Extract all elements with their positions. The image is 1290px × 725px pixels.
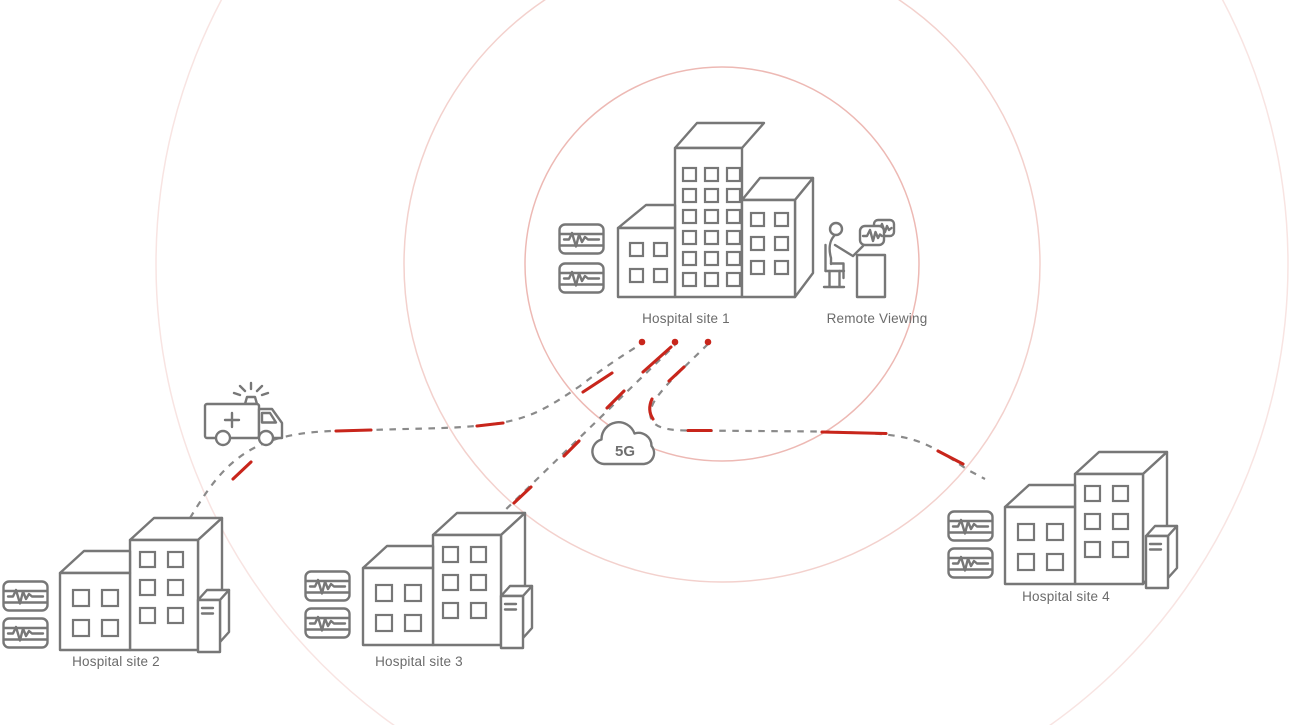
connection-red-segment [667, 365, 686, 383]
patient-monitor-icon [947, 547, 994, 579]
connection-red-segment [581, 371, 614, 394]
hospital-site-1-building-icon [616, 121, 815, 299]
hospital-site-3-label: Hospital site 3 [375, 654, 463, 669]
connection-red-segment [820, 430, 888, 436]
ripple-circle-outer [155, 0, 1289, 725]
patient-monitor-icon [947, 510, 994, 542]
connection-red-segment [231, 460, 253, 481]
connection-line-site2 [189, 343, 642, 519]
endpoint-dot [704, 338, 712, 346]
server-icon [196, 588, 231, 654]
5g-cloud-icon: 5G [591, 421, 656, 466]
patient-monitor-icon [304, 607, 351, 639]
endpoint-dot [638, 338, 646, 346]
coverage-ripples [155, 0, 1289, 725]
connection-red-segment [475, 421, 505, 428]
hospital-site-2-label: Hospital site 2 [72, 654, 160, 669]
endpoint-dot [671, 338, 679, 346]
patient-monitor-icon [558, 223, 605, 255]
ripple-circle-middle [403, 0, 1041, 583]
server-icon [1144, 524, 1179, 590]
patient-monitor-icon [2, 580, 49, 612]
remote-viewing: Remote Viewing [822, 218, 928, 326]
hospital-site-4-label: Hospital site 4 [1022, 589, 1110, 604]
hospital-site-4: Hospital site 4 [947, 452, 1179, 604]
connection-red-segment [936, 449, 965, 466]
hospital-site-2: Hospital site 2 [2, 518, 231, 669]
remote-viewing-label: Remote Viewing [827, 311, 928, 326]
connection-lines [189, 338, 986, 519]
hospital-site-1-label: Hospital site 1 [642, 311, 730, 326]
remote-viewing-person-icon [822, 218, 896, 299]
connection-red-segment [605, 389, 626, 410]
server-icon [499, 584, 534, 650]
hospital-site-4-building-icon [1005, 452, 1167, 584]
connection-red-segment [334, 428, 373, 433]
hospital-site-1: Hospital site 1 [558, 121, 815, 326]
patient-monitor-icon [304, 570, 351, 602]
ripple-circle-inner [524, 66, 920, 462]
connection-line-site4 [649, 343, 986, 480]
patient-monitor-icon [558, 262, 605, 294]
connection-red-segment [512, 485, 533, 505]
5g-label: 5G [615, 443, 635, 460]
connection-red-segment [562, 439, 581, 458]
connection-red-segment [641, 345, 673, 374]
hospital-site-3: Hospital site 3 [304, 513, 534, 669]
ambulance-icon [203, 381, 284, 447]
connection-red-segment [648, 397, 655, 421]
patient-monitor-icon [2, 617, 49, 649]
